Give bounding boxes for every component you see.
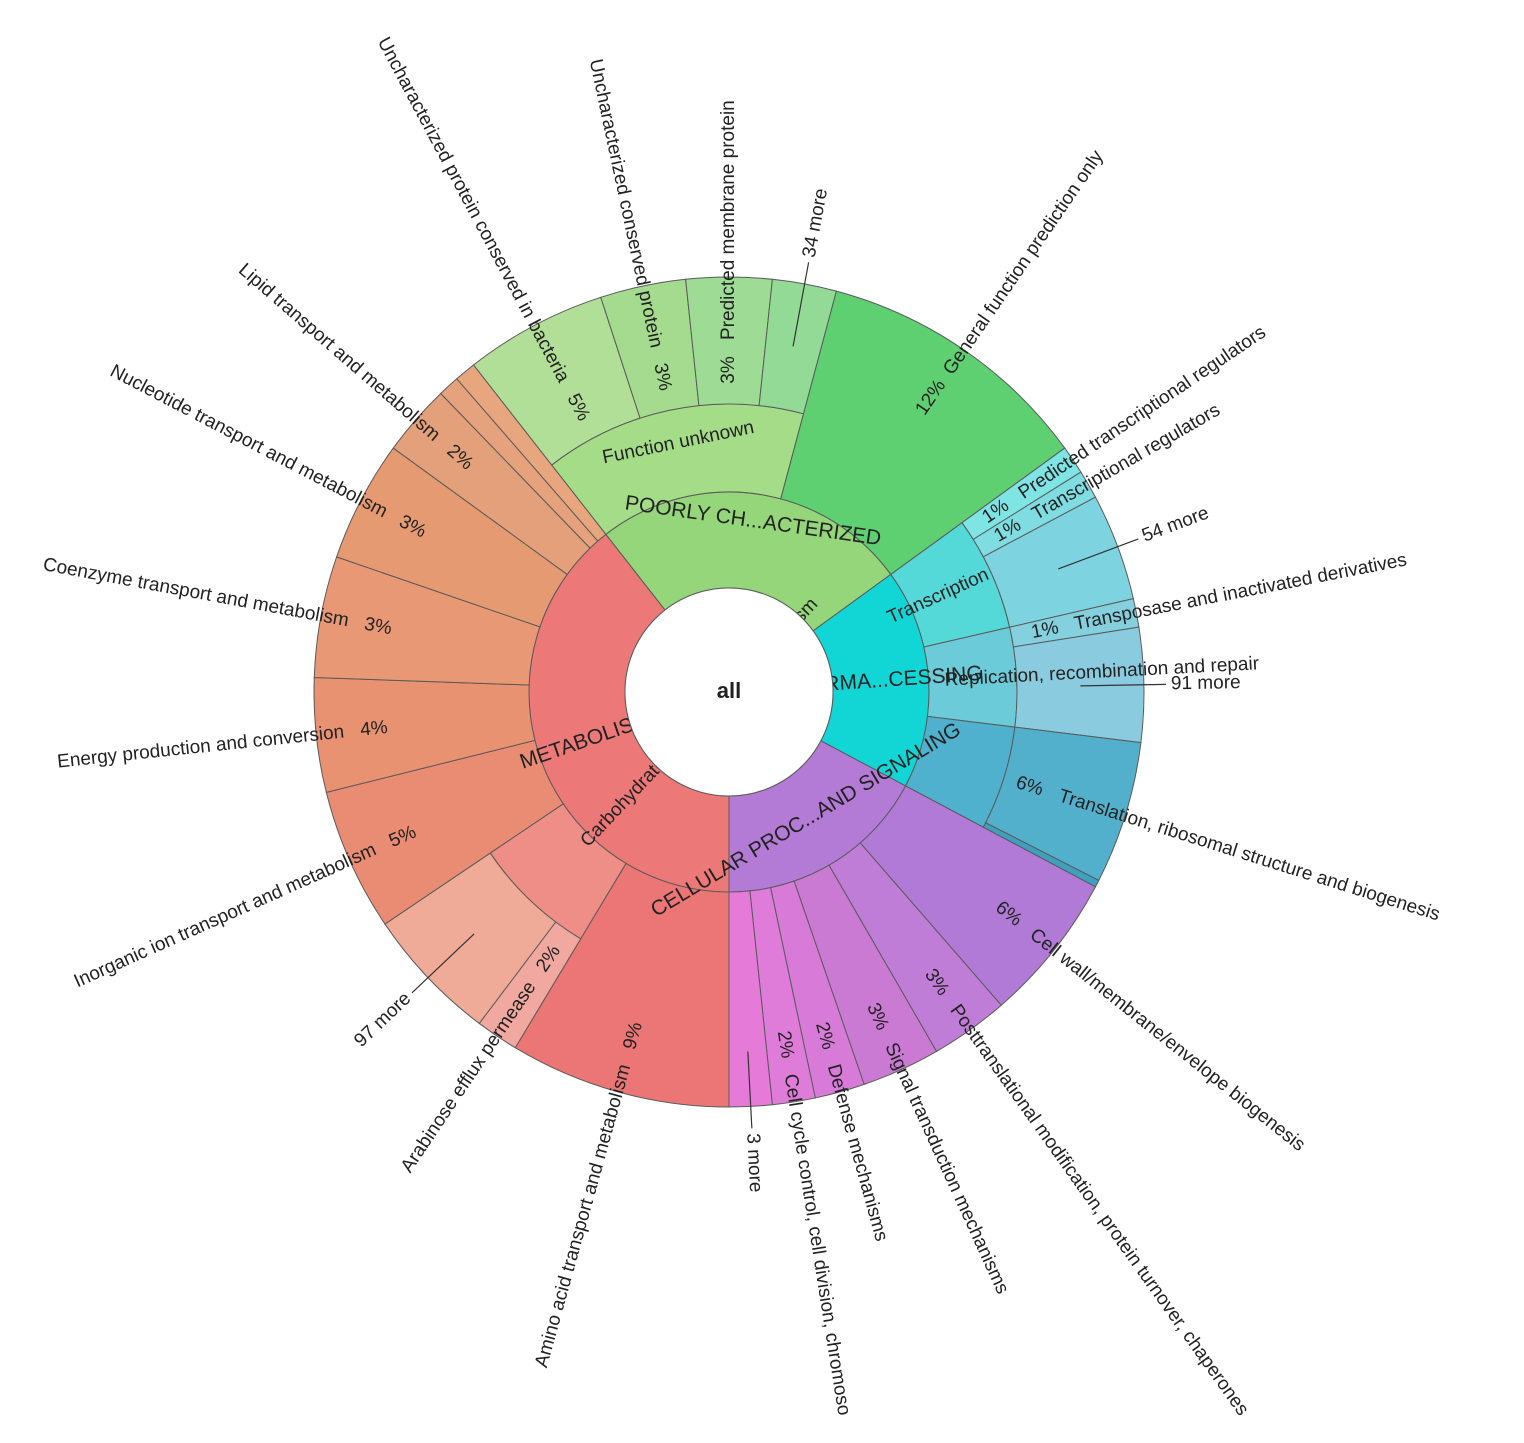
- leader-91-more: [1080, 683, 1166, 687]
- label-54-more: 54 more: [1139, 503, 1212, 547]
- pct-label-transposase-and-inactivated-derivatives: 1%: [1030, 617, 1061, 643]
- sunburst-rings: [313, 276, 1145, 1108]
- label-lipid-transport-and-metabolism: Lipid transport and metabolism: [234, 259, 444, 445]
- label-amino-acid-transport-and-metabolism: Amino acid transport and metabolism: [531, 1062, 635, 1370]
- wedge-segment-2-3-8[interactable]: [456, 364, 607, 542]
- label-cell-wall-membrane-envelope-biogenesis: Cell wall/membrane/envelope biogenesis: [1026, 924, 1309, 1155]
- leader-34-more: [792, 262, 810, 347]
- label-coenzyme-transport-and-metabolism: Coenzyme transport and metabolism: [41, 554, 350, 631]
- label-defense-mechanisms: Defense mechanisms: [823, 1062, 892, 1244]
- pct-label-cell-cycle-control-cell-division-chromoso: 2%: [773, 1029, 798, 1060]
- pct-label-coenzyme-transport-and-metabolism: 3%: [363, 614, 394, 640]
- label-nucleotide-transport-and-metabolism: Nucleotide transport and metabolism: [107, 361, 391, 523]
- leader-97-more: [411, 933, 475, 994]
- leader-lines: [411, 262, 1166, 1129]
- label-translation-ribosomal-structure-and-biogenesis: Translation, ribosomal structure and bio…: [1056, 786, 1442, 926]
- label-91-more: 91 more: [1171, 672, 1241, 694]
- wedge-general-function-prediction-only-2-0-1[interactable]: [780, 290, 1066, 576]
- pct-label-predicted-membrane-protein: 3%: [718, 356, 739, 384]
- label-inorganic-ion-transport-and-metabolism: Inorganic ion transport and metabolism: [71, 839, 380, 992]
- label-97-more: 97 more: [350, 988, 415, 1051]
- pct-label-energy-production-and-conversion: 4%: [359, 717, 389, 741]
- leader-3-more: [747, 1051, 753, 1129]
- label-energy-production-and-conversion: Energy production and conversion: [56, 722, 345, 773]
- center-label: all: [717, 678, 741, 703]
- label-predicted-transcriptional-regulators: Predicted transcriptional regulators: [1015, 322, 1270, 504]
- leader-54-more: [1058, 538, 1139, 570]
- label-34-more: 34 more: [799, 187, 832, 259]
- center-hole[interactable]: [624, 587, 834, 797]
- label-general-function-prediction-only: General function prediction only: [939, 146, 1108, 379]
- label-uncharacterized-protein-conserved-in-bacteria: Uncharacterized protein conserved in bac…: [373, 34, 574, 386]
- label-3-more: 3 more: [742, 1133, 766, 1193]
- label-predicted-membrane-protein: Predicted membrane protein: [718, 100, 739, 340]
